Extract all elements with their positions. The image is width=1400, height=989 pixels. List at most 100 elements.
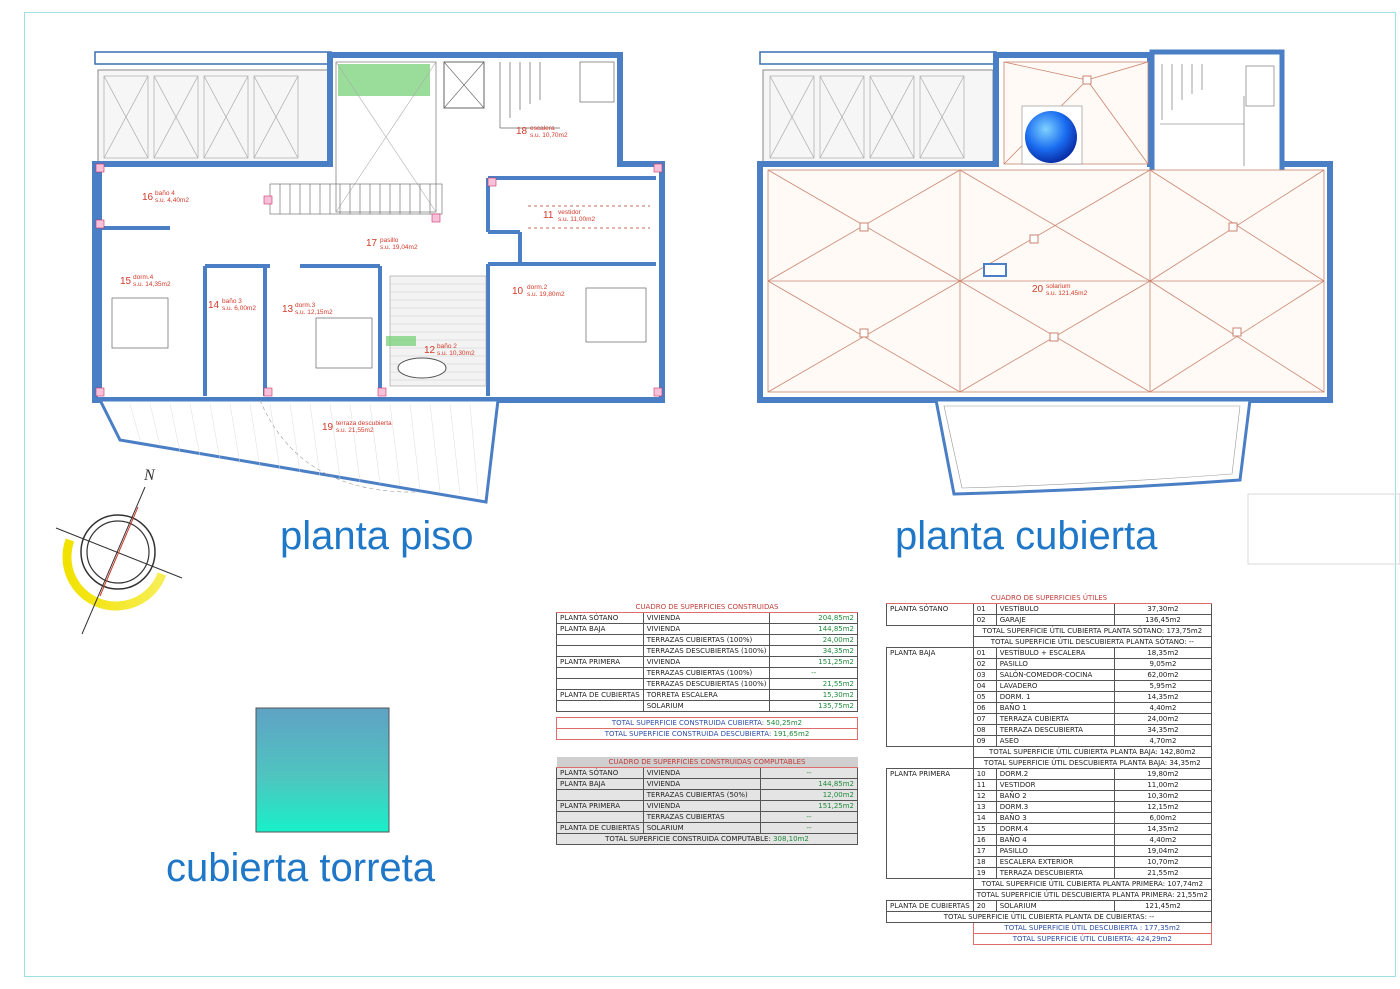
value-cell: 5,95m2 <box>1113 680 1212 692</box>
value-cell: 12,00m2 <box>760 789 858 801</box>
value-cell: 144,85m2 <box>760 778 858 790</box>
value-cell: 151,25m2 <box>769 656 858 668</box>
total-computable-cell: TOTAL SUPERFICIE CONSTRUIDA COMPUTABLE: … <box>556 833 858 845</box>
grand-total-cubierta-cell: TOTAL SUPERFICIE ÚTIL CUBIERTA: 424,29m2 <box>972 933 1212 945</box>
north-compass: N <box>55 467 183 635</box>
item-cell: TERRAZA CUBIERTA <box>995 713 1115 725</box>
value-cell: 4,40m2 <box>1113 702 1212 714</box>
item-cell: TERRAZA DESCUBIERTA <box>995 867 1115 879</box>
room-13-area: s.u. 12,15m2 <box>295 309 333 316</box>
room-19-name: terraza descubierta <box>336 420 392 427</box>
group-cell <box>556 789 644 801</box>
subtotal-cell: TOTAL SUPERFICIE ÚTIL DESCUBIERTA PLANTA… <box>972 757 1212 769</box>
item-cell: DORM.4 <box>995 823 1115 835</box>
item-cell: SALÓN-COMEDOR-COCINA <box>995 669 1115 681</box>
value-cell: 15,30m2 <box>769 689 858 701</box>
subtotal-cell: TOTAL SUPERFICIE ÚTIL CUBIERTA PLANTA PR… <box>972 878 1212 890</box>
planta-piso-plan: 18 escalera s.u. 10,70m2 16 baño 4 s.u. … <box>92 51 665 504</box>
room-10-name: dorm.2 <box>527 284 548 291</box>
compass-north-label: N <box>143 467 156 484</box>
num-cell: 08 <box>972 724 997 736</box>
superficies-computables-table: CUADRO DE SUPERFICIES CONSTRUIDAS COMPUT… <box>556 757 858 845</box>
room-11-name: vestidor <box>558 209 582 216</box>
group-cell: PLANTA BAJA <box>556 623 644 635</box>
value-cell: 136,45m2 <box>1113 614 1212 626</box>
value-cell: 21,55m2 <box>1113 867 1212 879</box>
group-cell <box>556 667 644 679</box>
value-cell: 62,00m2 <box>1113 669 1212 681</box>
num-cell: 01 <box>972 647 997 659</box>
item-cell: TERRAZA DESCUBIERTA <box>995 724 1115 736</box>
value-cell: 18,35m2 <box>1113 647 1212 659</box>
room-16-area: s.u. 4,40m2 <box>155 197 189 204</box>
value-cell: 10,70m2 <box>1113 856 1212 868</box>
table-caption: CUADRO DE SUPERFICIES ÚTILES <box>886 593 1212 604</box>
num-cell: 10 <box>972 768 997 780</box>
group-cell: PLANTA PRIMERA <box>886 768 974 879</box>
cubierta-torreta-title: cubierta torreta <box>166 846 436 890</box>
table-row: TERRAZAS DESCUBIERTAS (100%)21,55m2 <box>556 678 858 690</box>
group-cell: PLANTA SÓTANO <box>556 612 644 624</box>
value-cell: 14,35m2 <box>1113 823 1212 835</box>
group-cell: PLANTA SÓTANO <box>886 603 974 626</box>
value-cell: 34,35m2 <box>1113 724 1212 736</box>
room-11-num: 11 <box>543 210 554 221</box>
subtotal-row: TOTAL SUPERFICIE ÚTIL DESCUBIERTA PLANTA… <box>887 889 1212 901</box>
room-12-area: s.u. 10,30m2 <box>437 350 475 357</box>
group-cell: PLANTA PRIMERA <box>556 656 644 668</box>
room-13-name: dorm.3 <box>295 302 316 309</box>
item-cell: SOLARIUM <box>642 700 771 712</box>
room-16-num: 16 <box>142 192 154 203</box>
group-cell: PLANTA SÓTANO <box>556 767 644 779</box>
value-cell: -- <box>760 767 858 779</box>
grand-total-row: TOTAL SUPERFICIE ÚTIL DESCUBIERTA : 177,… <box>887 922 1212 934</box>
room-12-name: baño 2 <box>437 343 457 350</box>
item-cell: TERRAZAS DESCUBIERTAS (100%) <box>642 645 771 657</box>
value-cell: 4,40m2 <box>1113 834 1212 846</box>
planta-cubierta-plan: 20 solarium s.u. 121,45m2 <box>757 49 1400 565</box>
torreta-roof-square <box>255 707 390 833</box>
value-cell: 135,75m2 <box>769 700 858 712</box>
room-18-area: s.u. 10,70m2 <box>530 132 568 139</box>
item-cell: BAÑO 3 <box>995 812 1115 824</box>
item-cell: TERRAZAS DESCUBIERTAS (100%) <box>642 678 771 690</box>
num-cell: 12 <box>972 790 997 802</box>
room-18-num: 18 <box>516 126 528 137</box>
room-20-area: s.u. 121,45m2 <box>1046 290 1088 297</box>
value-cell: 14,35m2 <box>1113 691 1212 703</box>
subtotal-row: TOTAL SUPERFICIE ÚTIL CUBIERTA PLANTA PR… <box>887 878 1212 890</box>
room-13-num: 13 <box>282 304 294 315</box>
num-cell: 09 <box>972 735 997 747</box>
value-cell: 37,30m2 <box>1113 603 1212 615</box>
table-row: TERRAZAS CUBIERTAS (100%)-- <box>556 667 858 679</box>
num-cell: 04 <box>972 680 997 692</box>
subtotal-cell: TOTAL SUPERFICIE ÚTIL DESCUBIERTA PLANTA… <box>972 636 1212 648</box>
group-cell: PLANTA DE CUBIERTAS <box>556 689 644 701</box>
value-cell: 151,25m2 <box>760 800 858 812</box>
value-cell: -- <box>760 811 858 823</box>
room-10-num: 10 <box>512 286 524 297</box>
subtotal-row: TOTAL SUPERFICIE ÚTIL CUBIERTA PLANTA SÓ… <box>887 625 1212 637</box>
table-row: TERRAZAS CUBIERTAS (100%)24,00m2 <box>556 634 858 646</box>
value-cell: 121,45m2 <box>1113 900 1212 912</box>
room-16-name: baño 4 <box>155 190 175 197</box>
num-cell: 13 <box>972 801 997 813</box>
room-18-name: escalera <box>530 125 555 132</box>
subtotal-row: TOTAL SUPERFICIE ÚTIL DESCUBIERTA PLANTA… <box>887 757 1212 769</box>
grand-total-row: TOTAL SUPERFICIE ÚTIL CUBIERTA: 424,29m2 <box>887 933 1212 945</box>
